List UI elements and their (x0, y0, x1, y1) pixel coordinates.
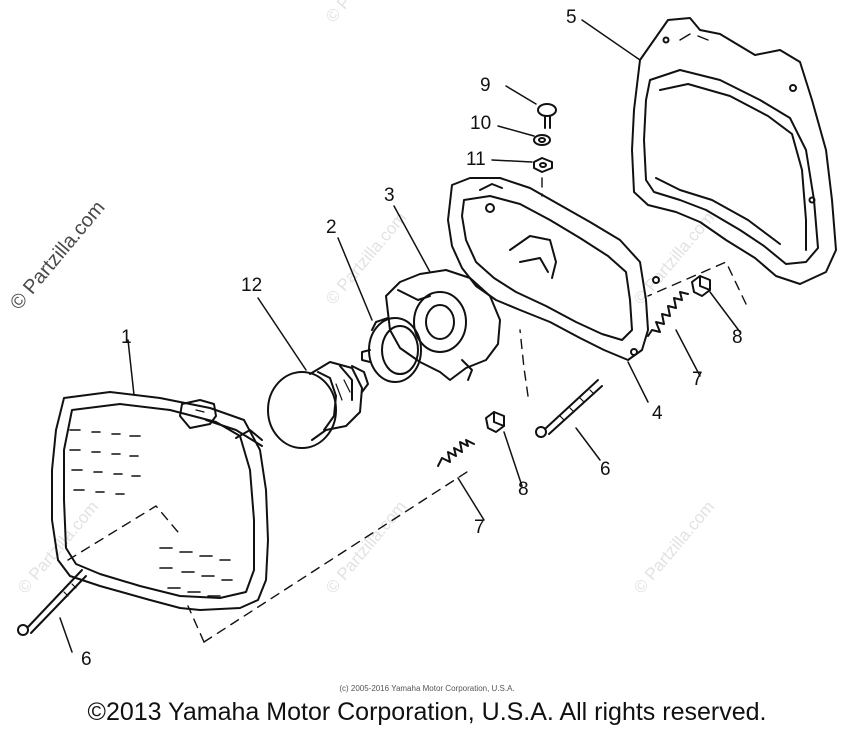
part-1-headlight-unit (51, 391, 269, 611)
leader-lines (59, 19, 741, 653)
part-4-headlight-case (447, 177, 660, 361)
callout-8-lower: 8 (518, 479, 529, 500)
part-2-bulb-retainer (361, 317, 422, 383)
part-8-nut-upper (691, 275, 711, 297)
callout-10: 10 (470, 113, 492, 134)
callout-6-lower: 6 (81, 649, 92, 670)
part-6-screw-long (535, 379, 603, 438)
lens-pattern (69, 429, 233, 597)
callout-5: 5 (566, 7, 577, 28)
part-3-socket-cover (385, 269, 501, 381)
callout-9: 9 (480, 75, 491, 96)
callout-7-lower: 7 (474, 517, 485, 538)
footer-copyright: ©2013 Yamaha Motor Corporation, U.S.A. A… (87, 698, 767, 726)
part-6-screw-short (17, 569, 87, 636)
callout-12: 12 (241, 275, 263, 296)
callout-1: 1 (121, 327, 132, 348)
callout-3: 3 (384, 185, 395, 206)
part-12-bulb (267, 361, 369, 449)
callout-6-upper: 6 (600, 459, 611, 480)
part-9-screw (537, 103, 557, 129)
part-11-nut (533, 157, 553, 173)
part-8-nut-lower (485, 411, 505, 433)
part-7-spring-upper (647, 291, 689, 337)
callout-4: 4 (652, 403, 663, 424)
callout-7-upper: 7 (692, 369, 703, 390)
footer-small-copyright: (c) 2005-2016 Yamaha Motor Corporation, … (339, 684, 515, 693)
callout-2: 2 (326, 217, 337, 238)
alignment-lines (67, 177, 747, 643)
part-10-washer (533, 134, 551, 146)
callout-11: 11 (466, 149, 486, 170)
part-7-spring-lower (437, 439, 475, 467)
callout-8-upper: 8 (732, 327, 743, 348)
part-5-headlight-rim (631, 17, 837, 285)
